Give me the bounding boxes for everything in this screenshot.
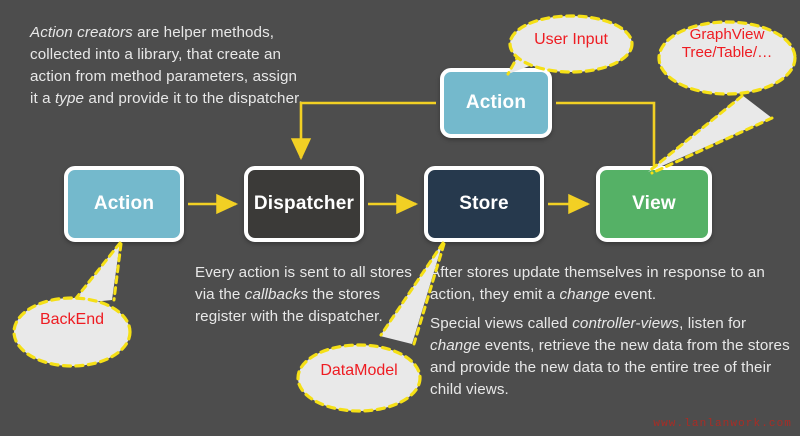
paragraph-every-action: Every action is sent to all stores via t… xyxy=(195,264,412,325)
node-view-label: View xyxy=(632,193,676,214)
paragraph-special-views: Special views called controller-views, l… xyxy=(430,315,790,398)
callout-label-user-input: User Input xyxy=(534,31,608,48)
callout-backend[interactable] xyxy=(12,241,132,368)
paragraph-action-creators: Action creators are helper methods, coll… xyxy=(30,24,303,107)
node-action-creator[interactable]: Action xyxy=(64,166,184,242)
node-store[interactable]: Store xyxy=(424,166,544,242)
node-action-top[interactable]: Action xyxy=(440,68,552,138)
callout-label-backend: BackEnd xyxy=(39,311,105,328)
arrow-view-to-action xyxy=(556,101,656,166)
callout-label-graphview: GraphView Tree/Table/… xyxy=(681,26,773,61)
node-view[interactable]: View xyxy=(596,166,712,242)
arrow-action-to-dispatcher-top xyxy=(290,101,436,161)
paragraph-after-stores: After stores update themselves in respon… xyxy=(430,264,765,303)
node-action-creator-label: Action xyxy=(93,193,155,214)
watermark: www.lanlanwork.com xyxy=(653,418,792,430)
node-action-top-label: Action xyxy=(465,92,527,113)
callout-label-datamodel: DataModel xyxy=(320,362,398,379)
node-dispatcher-label: Dispatcher xyxy=(253,193,355,214)
node-store-label: Store xyxy=(459,193,509,214)
node-dispatcher[interactable]: Dispatcher xyxy=(244,166,364,242)
